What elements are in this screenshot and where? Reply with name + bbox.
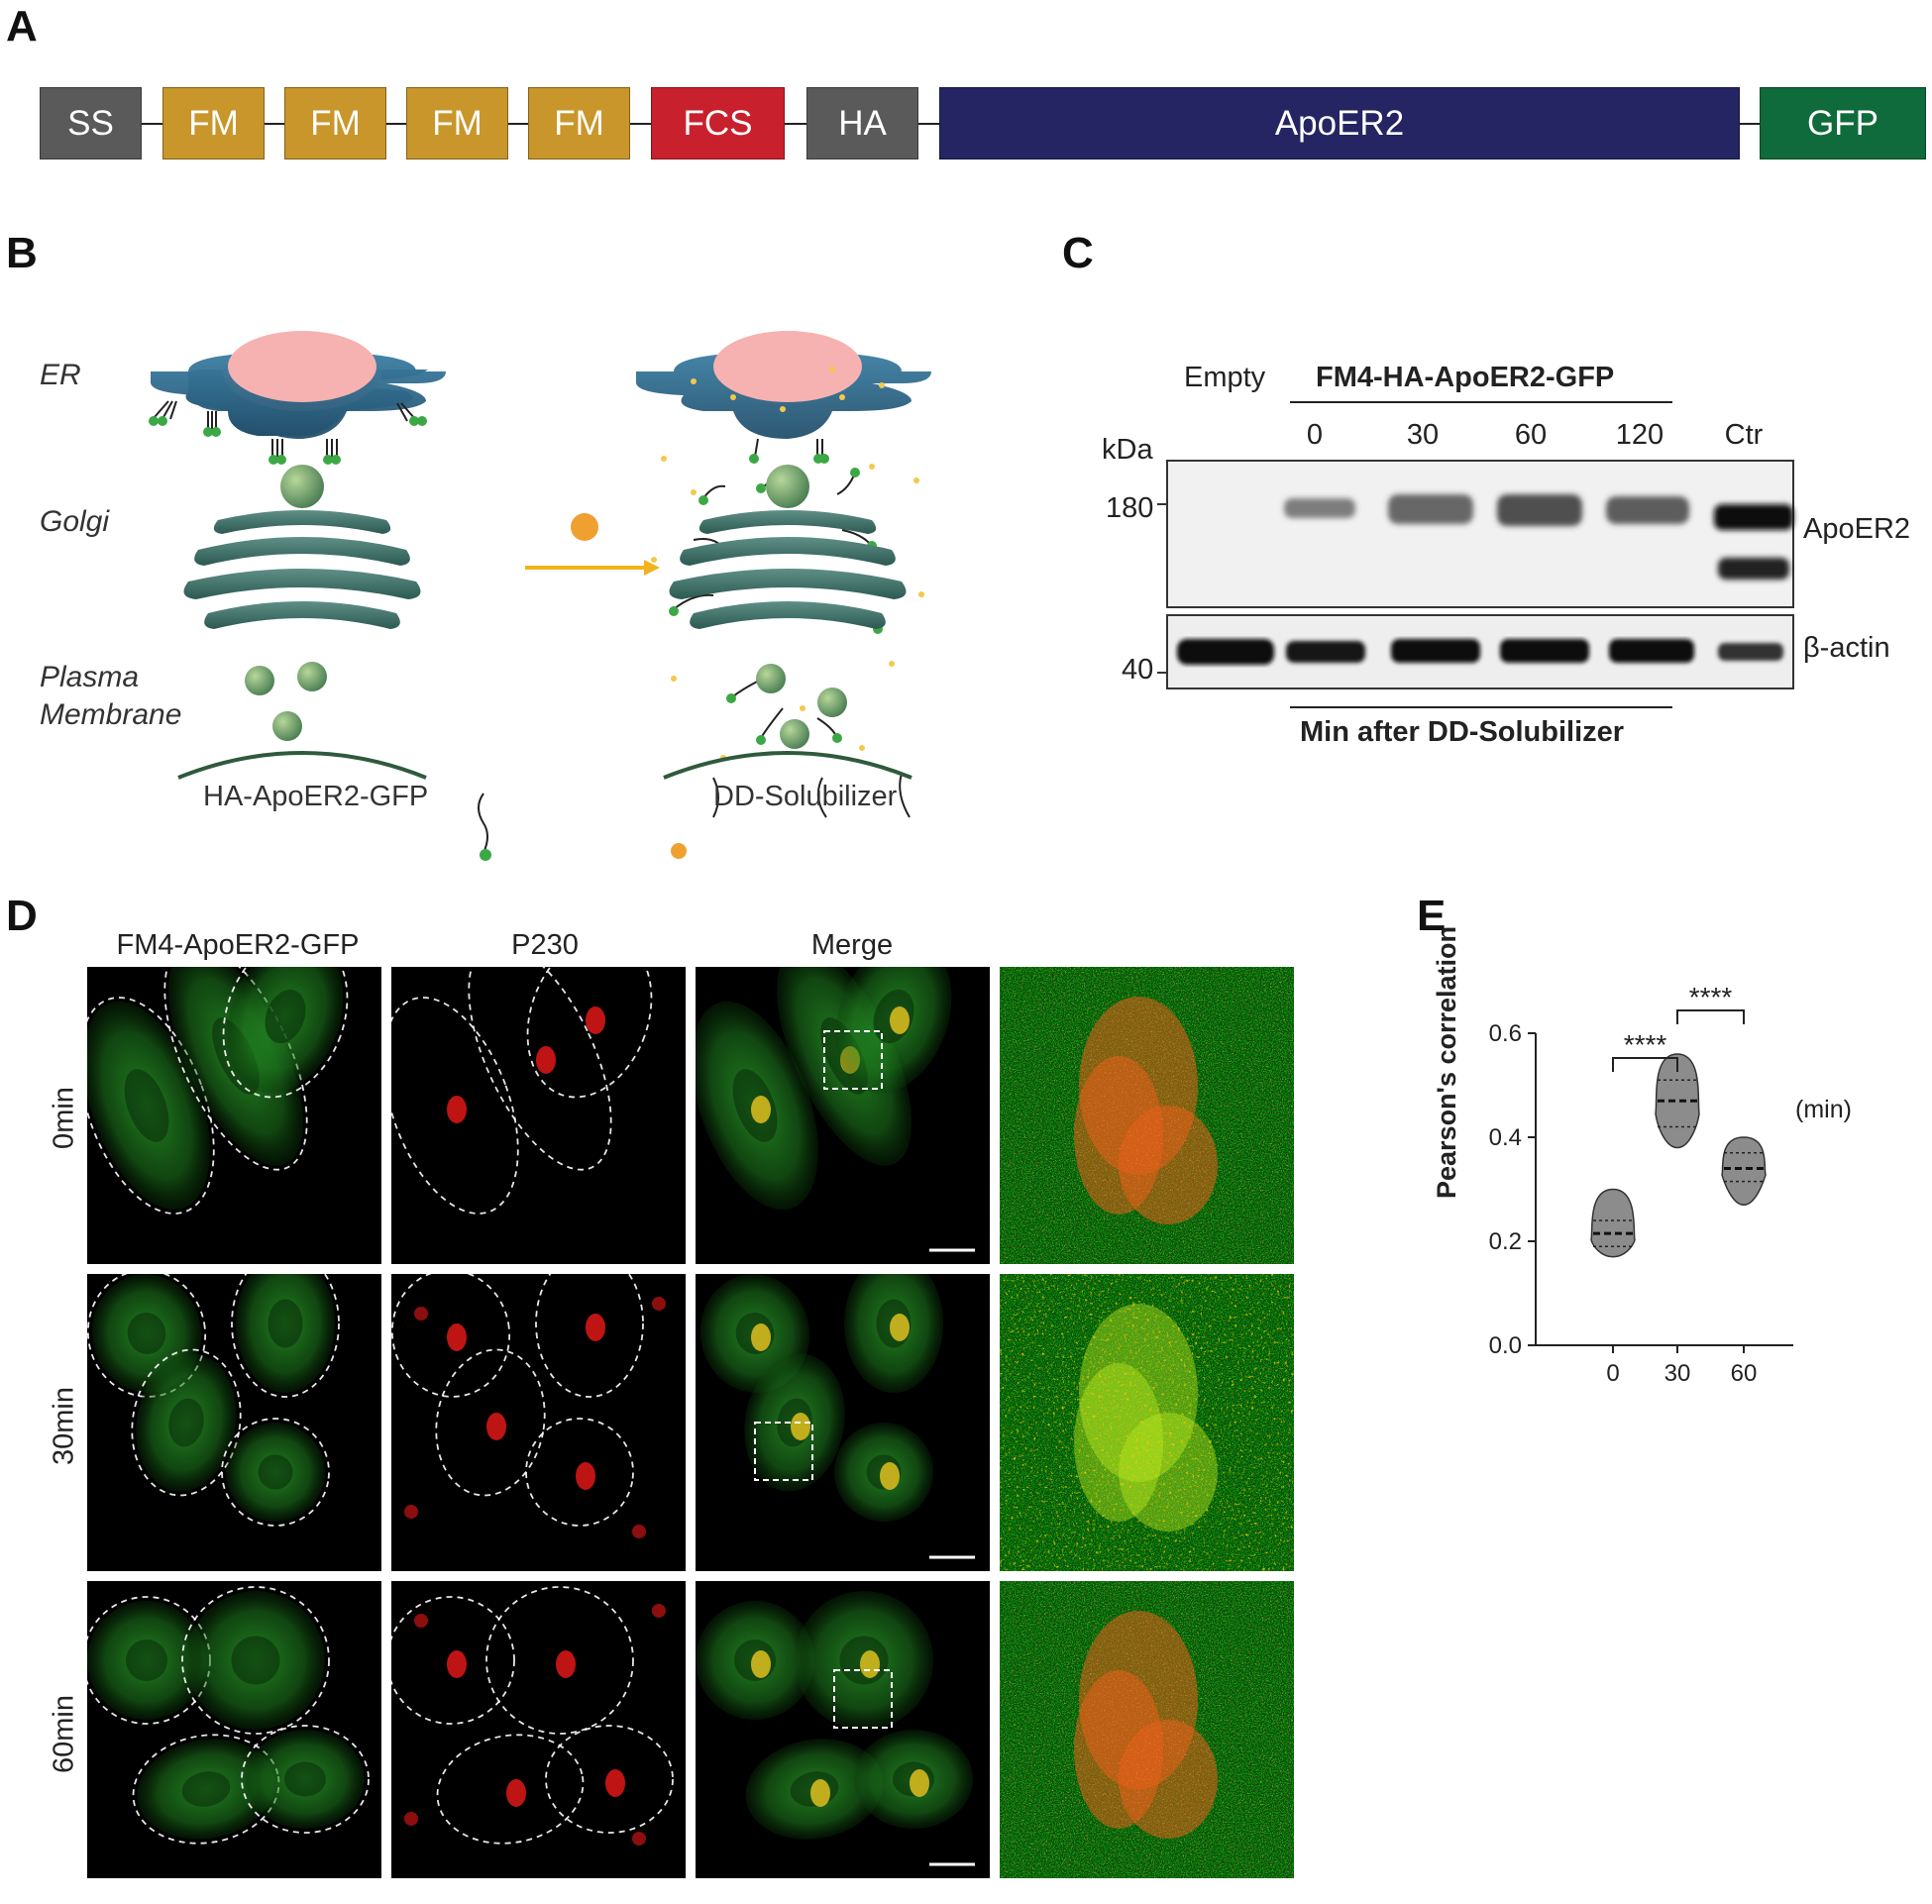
y-tick-label: 0.0 [1489, 1332, 1522, 1359]
label-golgi: Golgi [40, 505, 110, 538]
micrograph-30min-gfp [87, 1274, 381, 1571]
western-blot [1157, 460, 1794, 689]
panel-a: A SS FM FM FM FM FCS HA ApoER2 GFP [0, 0, 1932, 198]
row-title-0min: 0min [48, 1087, 80, 1149]
label-membrane: Membrane [40, 698, 182, 731]
panel-c: C Empty FM4-HA-ApoER2-GFP 0 30 60 120 Ct… [1050, 223, 1932, 778]
domain-fm-2: FM [284, 87, 386, 159]
micrograph-grid [87, 967, 1294, 1878]
panel-b: B ER Golgi Plasma Membrane [0, 223, 1050, 861]
drug-legend-icon [671, 843, 687, 859]
micrograph-30min-p230 [391, 1274, 686, 1571]
lane-label-ctr: Ctr [1724, 419, 1764, 451]
significance-bracket [1676, 1009, 1745, 1024]
lane-label-120: 120 [1615, 419, 1664, 451]
y-axis-label: Pearson's correlation [1432, 925, 1461, 1199]
actin-bands [1177, 639, 1783, 665]
apoer2-blot [1166, 460, 1794, 608]
construct-bracket [1290, 401, 1672, 403]
y-tick-label: 0.4 [1489, 1124, 1522, 1151]
label-plasma: Plasma [40, 661, 140, 693]
legend-protein: HA-ApoER2-GFP [203, 781, 429, 812]
golgi-left [183, 510, 421, 629]
micrograph-0min-merge [696, 967, 990, 1264]
violin-0 [1590, 1188, 1636, 1258]
micrograph-60min-gfp [87, 1581, 381, 1878]
protein-legend-icon [478, 793, 488, 854]
domain-fm-1: FM [162, 87, 265, 159]
kda-label: kDa [1102, 434, 1153, 466]
pearson-chart: 0.0 0.2 0.4 0.6 0 30 60 **** **** [1489, 982, 1793, 1387]
x-axis-unit: (min) [1795, 1096, 1852, 1123]
row-title-60min: 60min [48, 1695, 80, 1773]
trafficking-schematic [149, 312, 931, 861]
col-title-gfp: FM4-ApoER2-GFP [116, 929, 360, 961]
col-title-p230: P230 [511, 929, 579, 961]
blot-label-apoer2: ApoER2 [1803, 513, 1911, 545]
label-er: ER [40, 359, 81, 391]
lane-label-60: 60 [1514, 419, 1548, 451]
panel-letter-b: B [6, 229, 38, 277]
x-tick-label: 30 [1664, 1360, 1691, 1387]
violin-30 [1655, 1053, 1700, 1149]
significance-bracket [1612, 1057, 1678, 1072]
significance-label: **** [1689, 982, 1733, 1012]
domain-gfp-8: GFP [1760, 87, 1926, 159]
micrograph-60min-zoom [1000, 1581, 1294, 1878]
vesicle-er-golgi-left [280, 465, 324, 508]
nucleus-right [713, 331, 862, 402]
domain-ha-6: HA [806, 87, 918, 159]
col-title-merge: Merge [810, 929, 894, 961]
drug-dot [571, 513, 598, 541]
marker-40: 40 [1122, 654, 1154, 686]
plasma-membrane-left [177, 751, 427, 780]
panel-letter-a: A [6, 2, 38, 51]
lane-empty-label: Empty [1184, 362, 1266, 393]
panel-letter-c: C [1062, 229, 1094, 277]
micrograph-0min-gfp [87, 967, 381, 1264]
micrograph-30min-merge [696, 1274, 990, 1571]
domain-fcs-5: FCS [651, 87, 785, 159]
significance-label: **** [1624, 1029, 1667, 1060]
y-tick-label: 0.6 [1489, 1020, 1522, 1047]
micrograph-0min-p230 [391, 967, 686, 1264]
row-title-30min: 30min [48, 1387, 80, 1465]
micrograph-60min-p230 [391, 1581, 686, 1878]
panel-d: D FM4-ApoER2-GFP P230 Merge 0min 30min 6… [0, 892, 1347, 1904]
lane-label-30: 30 [1406, 419, 1440, 451]
domain-apoer2-7: ApoER2 [939, 87, 1740, 159]
domain-fm-3: FM [406, 87, 508, 159]
micrograph-30min-zoom [1000, 1274, 1294, 1571]
domain-fm-4: FM [528, 87, 630, 159]
micrograph-0min-zoom [1000, 967, 1294, 1264]
apoer2-bands [1284, 494, 1793, 580]
time-axis-label: Min after DD-Solubilizer [1300, 716, 1625, 748]
panel-e: E 0.0 0.2 0.4 0.6 0 30 60 **** **** Pearson's c… [1387, 892, 1932, 1387]
marker-180: 180 [1106, 492, 1154, 524]
domain-ss-0: SS [40, 87, 142, 159]
micrograph-60min-merge [696, 1581, 990, 1878]
lane-label-0: 0 [1306, 419, 1324, 451]
time-bracket [1290, 706, 1672, 708]
blot-label-actin: β-actin [1803, 632, 1890, 664]
nucleus-left-body [228, 331, 376, 402]
cell-after [635, 331, 931, 818]
construct-label: FM4-HA-ApoER2-GFP [1316, 362, 1615, 393]
cell-before [149, 312, 456, 780]
legend-drug: DD-Solubilizer [713, 781, 898, 812]
x-tick-label: 60 [1731, 1360, 1758, 1387]
x-tick-label: 0 [1606, 1360, 1619, 1387]
violin-60 [1721, 1136, 1767, 1207]
panel-letter-d: D [6, 892, 38, 940]
panel-letter-e: E [1417, 892, 1447, 940]
y-tick-label: 0.2 [1489, 1228, 1522, 1255]
